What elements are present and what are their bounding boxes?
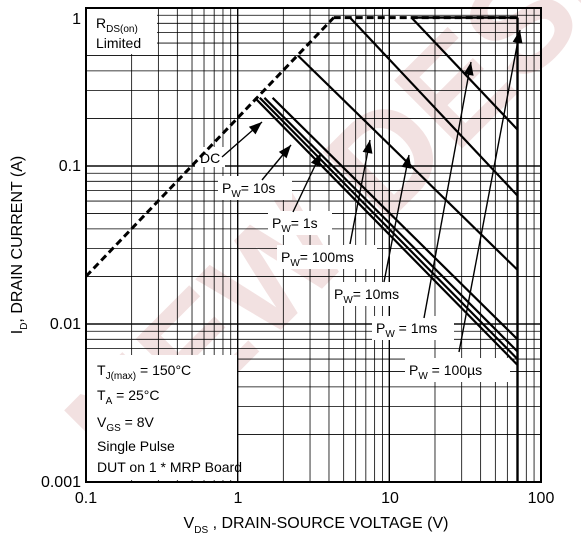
- board-condition: DUT on 1 * MRP Board: [97, 459, 242, 475]
- rds-label-box: [87, 8, 157, 54]
- rds-label: RDS(on): [96, 15, 138, 35]
- pulse-condition: Single Pulse: [97, 438, 175, 454]
- rds-limited-label: Limited: [96, 35, 141, 51]
- conditions-box: [87, 355, 237, 480]
- tj-condition: TJ(max) = 150°C: [97, 362, 191, 382]
- pw100us-label-box: [405, 358, 510, 382]
- rds-limit-line: [84, 16, 335, 278]
- label-arrow-line: [423, 61, 472, 319]
- label-arrow-line: [458, 29, 521, 353]
- pw100us-label: PW = 100µs: [409, 362, 482, 382]
- pw1ms-label-box: [372, 316, 454, 340]
- x-tick-label: 10: [381, 490, 399, 507]
- pw1s-label: PW= 1s: [272, 215, 318, 235]
- soa-curves: [84, 16, 519, 482]
- dc-label: DC: [200, 150, 220, 166]
- soa-curve-100ms: [271, 97, 519, 341]
- y-axis-title: ID, DRAIN CURRENT (A): [9, 156, 30, 335]
- x-tick-label: 1: [234, 490, 243, 507]
- ta-condition: TA = 25°C: [97, 387, 159, 407]
- label-arrows: [221, 29, 523, 353]
- annotation-boxes: [87, 8, 510, 480]
- label-arrow-head: [401, 155, 412, 169]
- plot-frame: [85, 7, 542, 483]
- label-arrow-line: [349, 139, 371, 245]
- soa-curve-1ms: [349, 16, 519, 197]
- pw10ms-label: PW= 10ms: [334, 286, 399, 306]
- pw10ms-label-box: [330, 282, 420, 306]
- pw10s-label-box: [218, 176, 292, 200]
- label-arrow-head: [310, 153, 321, 167]
- x-tick-label: 0.1: [75, 490, 97, 507]
- soa-curve-10s: [259, 97, 519, 360]
- y-tick-label: 0.001: [41, 474, 81, 491]
- x-tick-labels: 0.1 1 10 100: [75, 490, 555, 507]
- x-tick-label: 100: [528, 490, 555, 507]
- soa-curve-DC: [254, 97, 519, 366]
- pw100ms-label-box: [277, 245, 377, 269]
- y-tick-label: 0.01: [50, 316, 81, 333]
- pw1ms-label: PW = 1ms: [376, 320, 437, 340]
- test-conditions: TJ(max) = 150°C TA = 25°C VGS = 8V Singl…: [97, 362, 242, 475]
- soa-curve-1s: [263, 97, 519, 353]
- label-arrow-head: [278, 145, 291, 159]
- dc-label-box: [195, 147, 225, 167]
- label-arrow-head: [512, 30, 523, 44]
- x-axis-title: VDS , DRAIN-SOURCE VOLTAGE (V): [184, 515, 449, 536]
- label-arrow-head: [362, 140, 373, 154]
- label-arrow-head: [463, 62, 474, 76]
- pw100ms-label: PW= 100ms: [281, 249, 354, 269]
- vgs-condition: VGS = 8V: [97, 414, 155, 434]
- label-arrow-line: [383, 154, 410, 283]
- pw10s-label: PW= 10s: [222, 180, 275, 200]
- pw1s-label-box: [268, 211, 332, 235]
- y-tick-label: 0.1: [59, 158, 81, 175]
- y-tick-label: 1: [72, 11, 81, 28]
- y-tick-labels: 0.001 0.01 0.1 1: [41, 11, 81, 491]
- label-arrow-head: [248, 122, 262, 135]
